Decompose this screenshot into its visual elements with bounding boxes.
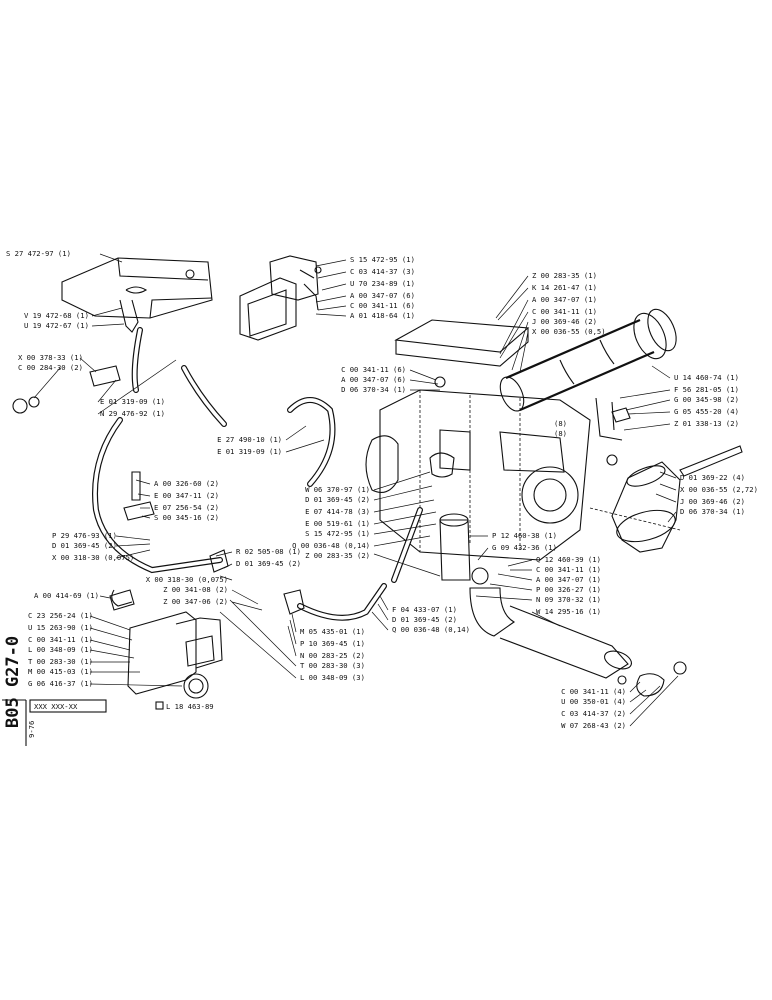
part-label: A 00 414-69 (1) [34, 591, 99, 600]
part-label: C 00 341-11 (1) [536, 565, 601, 574]
part-label: W 06 370-97 (1) [305, 485, 370, 494]
part-label: A 01 418-64 (1) [350, 311, 415, 320]
part-label: X 00 318-30 (0,075) [52, 553, 134, 562]
part-label: W 14 295-16 (1) [536, 607, 601, 616]
part-label: D 01 369-22 (4) [680, 473, 745, 482]
part-label: E 07 414-78 (3) [305, 507, 370, 516]
part-label: U 19 472-67 (1) [24, 321, 89, 330]
box-label: XXX XXX-XX [34, 702, 78, 711]
part-label: E 01 319-09 (1) [100, 397, 165, 406]
document-date: 9-76 [27, 721, 36, 738]
part-label: G 00 345-98 (2) [674, 395, 739, 404]
part-label: A 00 347-07 (6) [341, 375, 406, 384]
document-code: B05 G27-0 [3, 636, 23, 728]
part-label: D 01 369-45 (2) [392, 615, 457, 624]
part-label: S 27 472-97 (1) [6, 249, 71, 258]
title-block: XXX XXX-XX L 18 463-89 B05 G27-0 9-76 [2, 636, 214, 746]
part-label: C 00 341-11 (1) [532, 307, 597, 316]
part-label: X 00 318-30 (0,075) [146, 575, 228, 584]
part-label: Q 12 460-39 (1) [536, 555, 601, 564]
part-label: J 00 369-46 (2) [680, 497, 745, 506]
part-label: Z 00 341-08 (2) [163, 585, 228, 594]
part-label: C 03 414-37 (2) [561, 709, 626, 718]
part-label: N 29 476-92 (1) [100, 409, 165, 418]
part-label: L 00 348-09 (1) [28, 645, 93, 654]
part-label: Q 00 036-48 (0,14) [392, 625, 470, 634]
part-label: X 00 036-55 (2,72) [680, 485, 758, 494]
part-label: E 00 347-11 (2) [154, 491, 219, 500]
part-label: G 05 455-20 (4) [674, 407, 739, 416]
part-label: T 00 283-30 (3) [300, 661, 365, 670]
part-label: G 06 416-37 (1) [28, 679, 93, 688]
part-label: Z 01 338-13 (2) [674, 419, 739, 428]
intake-silencer [499, 308, 677, 441]
part-label: C 00 341-11 (1) [28, 635, 93, 644]
part-label: P 10 369-45 (1) [300, 639, 365, 648]
part-label: W 07 268-43 (2) [561, 721, 626, 730]
hoses [92, 327, 423, 621]
part-label: R 02 505-08 (1) [236, 547, 301, 556]
part-label: V 19 472-68 (1) [24, 311, 89, 320]
part-label: P 00 326-27 (1) [536, 585, 601, 594]
part-label: F 04 433-07 (1) [392, 605, 457, 614]
part-label: G 09 432-36 (1) [492, 543, 557, 552]
part-label: (8) [554, 429, 567, 438]
part-label: D 01 369-45 (2) [52, 541, 117, 550]
part-label: N 09 370-32 (1) [536, 595, 601, 604]
ref-label: L 18 463-89 [166, 702, 214, 711]
leader-lines [33, 253, 681, 727]
part-labels: S 27 472-97 (1) V 19 472-68 (1) U 19 472… [6, 249, 758, 730]
part-label: C 00 341-11 (6) [350, 301, 415, 310]
part-label: D 06 370-34 (1) [680, 507, 745, 516]
part-label: J 00 369-46 (2) [532, 317, 597, 326]
switch-bracket [111, 589, 223, 699]
part-label: E 07 256-54 (2) [154, 503, 219, 512]
part-label: Z 00 347-06 (2) [163, 597, 228, 606]
part-label: A 00 347-07 (1) [532, 295, 597, 304]
part-label: Z 00 283-35 (1) [532, 271, 597, 280]
part-label: U 14 460-74 (1) [674, 373, 739, 382]
part-label: C 03 414-37 (3) [350, 267, 415, 276]
exhaust-elbow [611, 445, 743, 553]
part-label: E 01 319-09 (1) [217, 447, 282, 456]
part-label: L 00 348-09 (3) [300, 673, 365, 682]
part-label: C 23 256-24 (1) [28, 611, 93, 620]
fittings [12, 365, 687, 697]
part-label: X 00 036-55 (0,5) [532, 327, 606, 336]
part-label: U 00 350-01 (4) [561, 697, 626, 706]
part-label: D 01 369-45 (2) [236, 559, 301, 568]
part-label: E 27 490-10 (1) [217, 435, 282, 444]
part-label: K 14 261-47 (1) [532, 283, 597, 292]
part-label: A 00 347-07 (6) [350, 291, 415, 300]
part-label: D 06 370-34 (1) [341, 385, 406, 394]
part-label: A 00 326-60 (2) [154, 479, 219, 488]
part-label: N 00 283-25 (2) [300, 651, 365, 660]
part-label: A 00 347-07 (1) [536, 575, 601, 584]
part-label: E 00 519-61 (1) [305, 519, 370, 528]
heater-body [365, 319, 591, 561]
part-label: P 29 476-93 (1) [52, 531, 117, 540]
part-label: U 15 263-90 (1) [28, 623, 93, 632]
part-label: S 15 472-95 (1) [350, 255, 415, 264]
part-label: D 01 369-45 (2) [305, 495, 370, 504]
part-label: Z 00 283-35 (2) [305, 551, 370, 560]
part-label: U 70 234-89 (1) [350, 279, 415, 288]
part-label: X 00 378-33 (1) [18, 353, 83, 362]
part-label: S 00 345-16 (2) [154, 513, 219, 522]
part-label: S 15 472-95 (1) [305, 529, 370, 538]
part-label: C 00 341-11 (6) [341, 365, 406, 374]
part-label: C 00 284-30 (2) [18, 363, 83, 372]
part-label: M 00 415-03 (1) [28, 667, 93, 676]
part-label: P 12 460-38 (1) [492, 531, 557, 540]
part-label: (8) [554, 419, 567, 428]
part-label: C 00 341-11 (4) [561, 687, 626, 696]
part-label: F 56 281-05 (1) [674, 385, 739, 394]
part-label: T 00 283-30 (1) [28, 657, 93, 666]
part-label: Q 00 036-48 (0,14) [292, 541, 370, 550]
part-label: M 05 435-01 (1) [300, 627, 365, 636]
motor-cover [239, 255, 322, 341]
upper-left-bracket [61, 257, 213, 333]
